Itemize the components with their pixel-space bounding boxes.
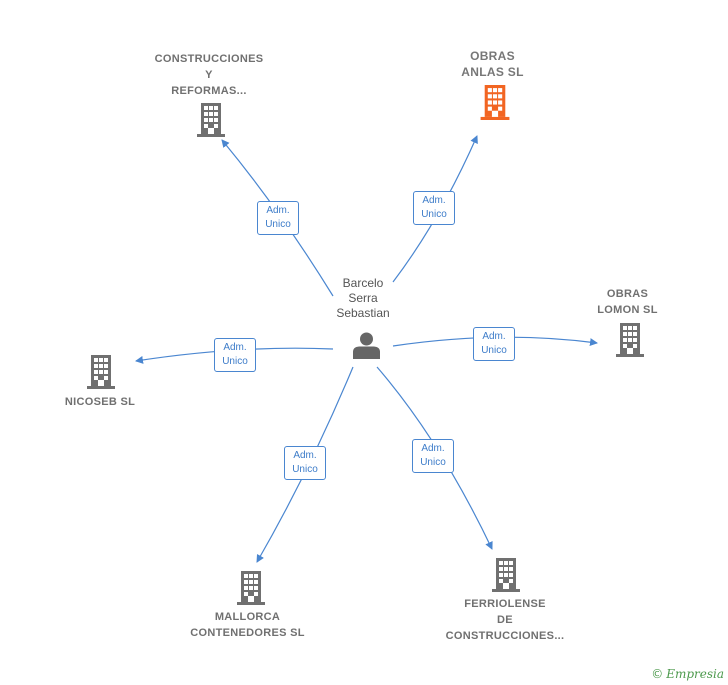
company-label-nicoseb[interactable]: NICOSEB SL [64,396,136,408]
company-label-construcciones[interactable]: CONSTRUCCIONES Y REFORMAS... [154,53,264,97]
building-icon[interactable] [491,558,521,592]
company-label-mallorca[interactable]: MALLORCA CONTENEDORES SL [190,611,305,639]
relation-label-obras-lomon[interactable]: Adm. Unico [473,327,515,361]
copyright-icon: © [651,667,664,681]
person-icon[interactable] [352,331,381,359]
relation-label-nicoseb[interactable]: Adm. Unico [214,338,256,372]
building-icon[interactable] [197,103,225,137]
relation-label-construcciones[interactable]: Adm. Unico [257,201,299,235]
company-label-ferriolense[interactable]: FERRIOLENSE DE CONSTRUCCIONES... [445,598,565,642]
relation-label-ferriolense[interactable]: Adm. Unico [412,439,454,473]
building-icon[interactable] [479,85,511,120]
relation-label-obras-anlas[interactable]: Adm. Unico [413,191,455,225]
company-label-obras-lomon[interactable]: OBRAS LOMON SL [597,288,658,316]
building-icon[interactable] [236,571,266,605]
brand-name: Empresia [666,667,724,681]
building-icon[interactable] [86,355,116,389]
relation-label-mallorca[interactable]: Adm. Unico [284,446,326,480]
brand-footer: ©Empresia [651,667,724,681]
center-person-name[interactable]: Barcelo Serra Sebastian [336,276,390,320]
company-label-obras-anlas[interactable]: OBRAS ANLAS SL [461,49,524,79]
building-icon[interactable] [615,323,645,357]
